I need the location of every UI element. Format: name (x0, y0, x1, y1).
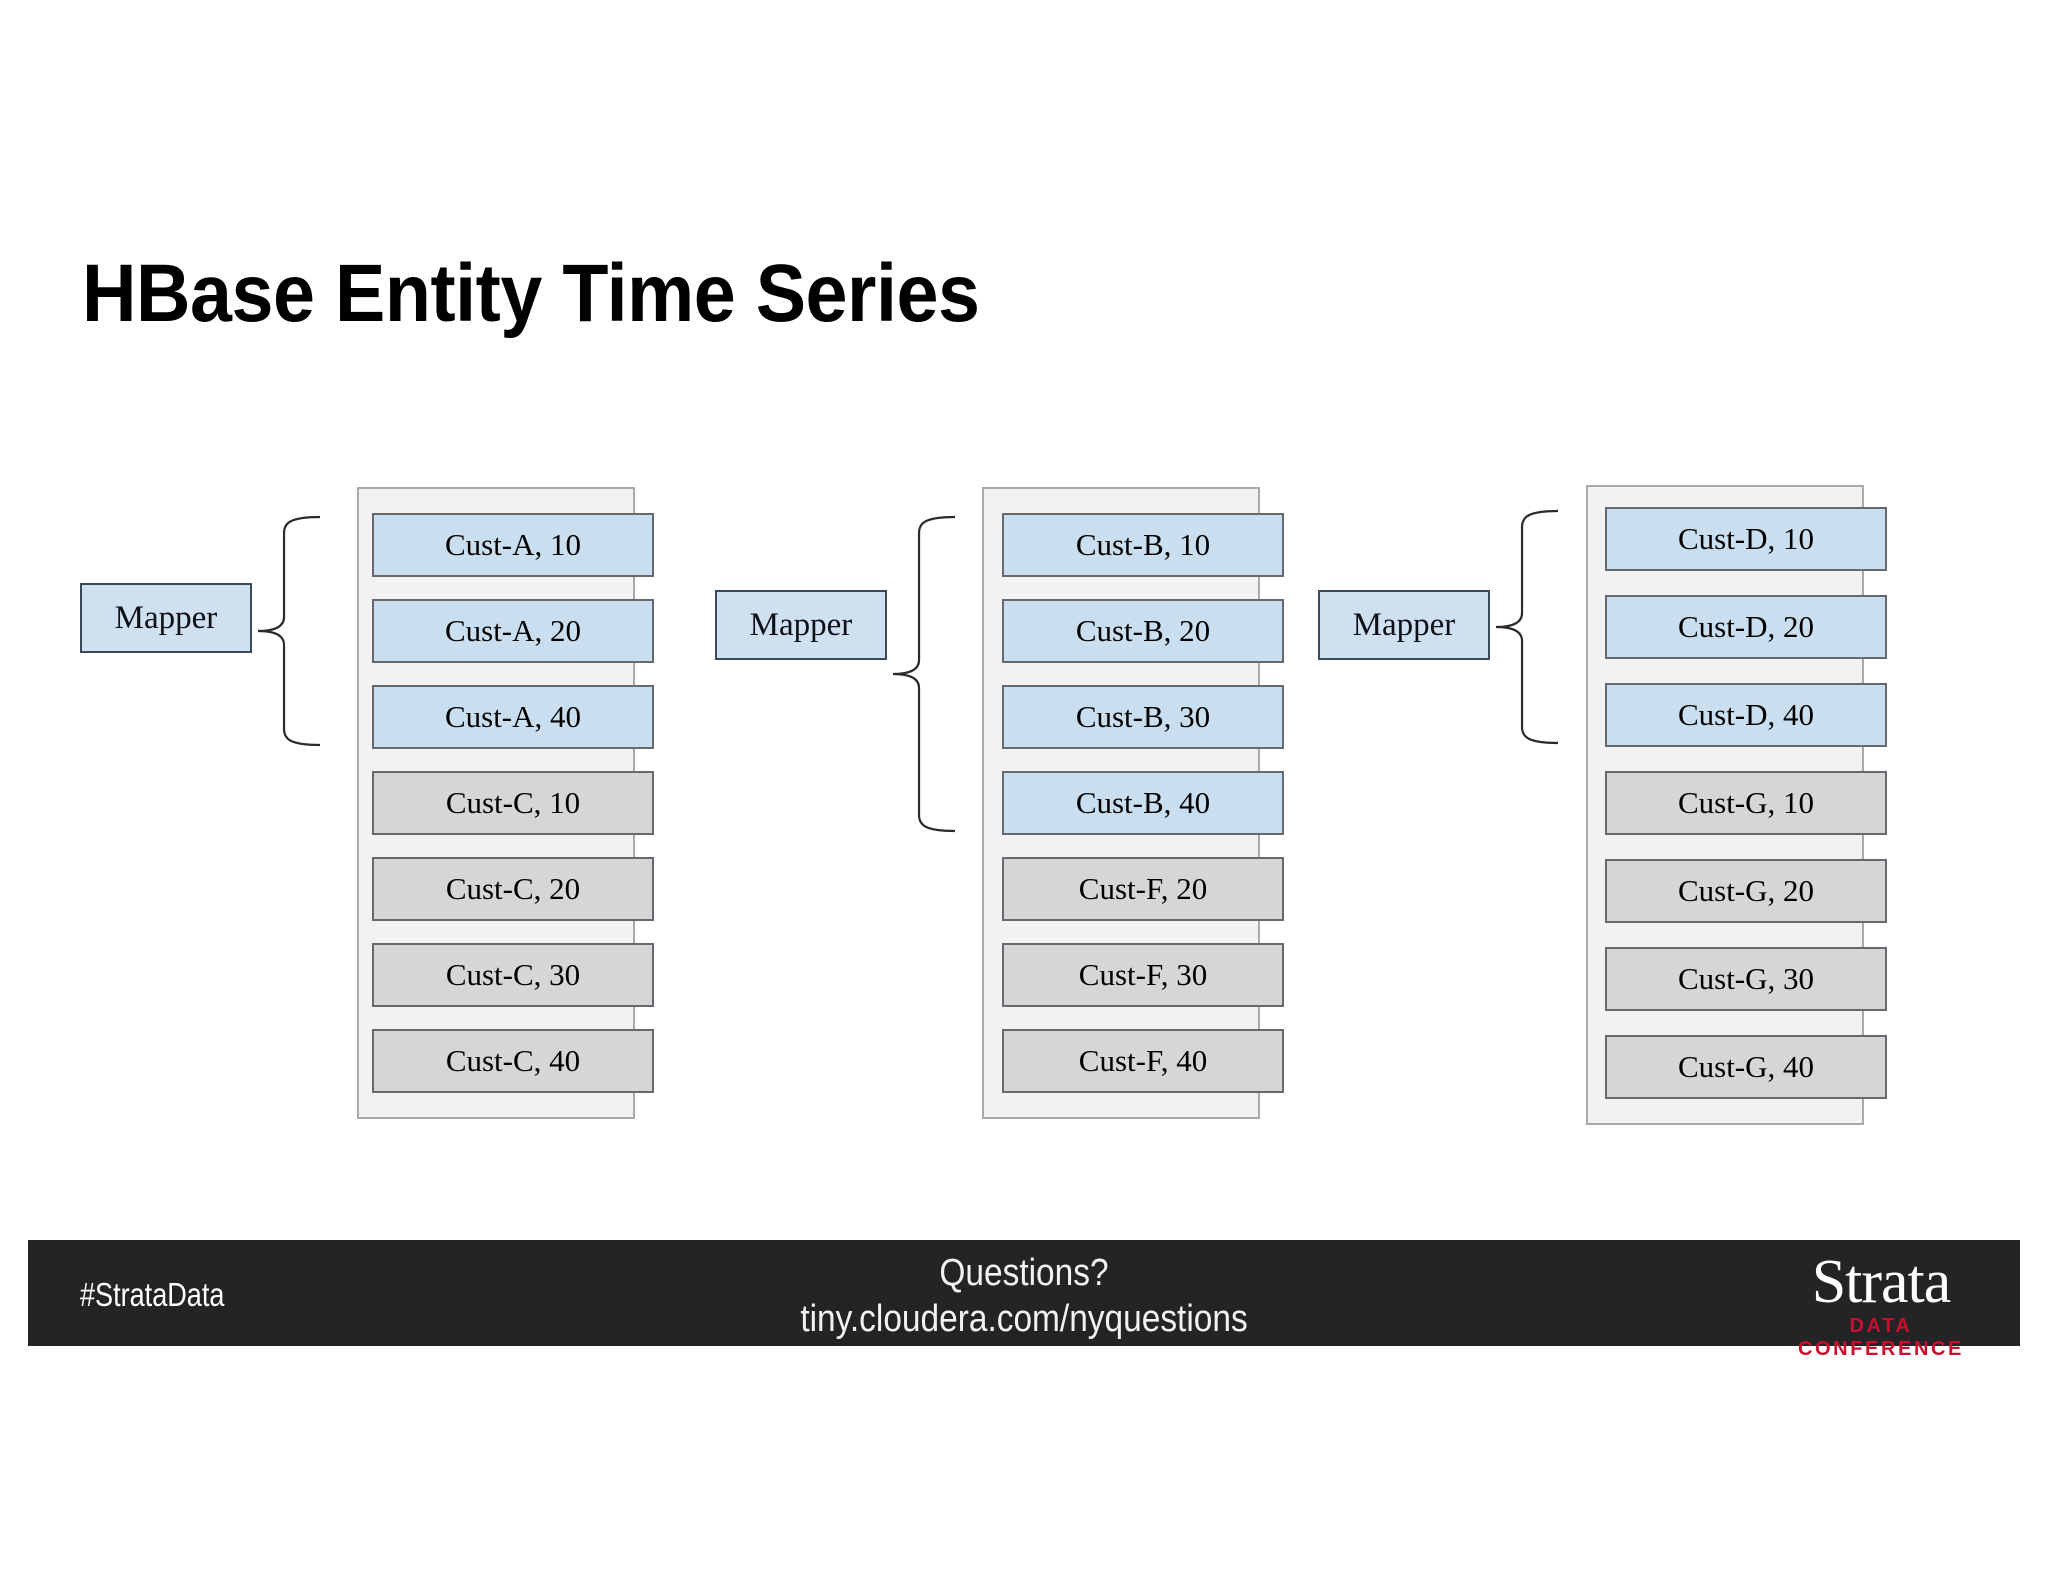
footer-center-text: Questions? tiny.cloudera.com/nyquestions (28, 1250, 2020, 1343)
mapper-box: Mapper (1318, 590, 1490, 660)
mapper-box: Mapper (715, 590, 887, 660)
region-cell: Cust-C, 40 (372, 1029, 654, 1093)
page-title: HBase Entity Time Series (82, 248, 980, 339)
region-cell: Cust-F, 40 (1002, 1029, 1284, 1093)
region-cell: Cust-B, 40 (1002, 771, 1284, 835)
footer-hashtag: #StrataData (80, 1276, 225, 1313)
region-cell: Cust-A, 10 (372, 513, 654, 577)
brace-connector (257, 515, 321, 747)
region-cell: Cust-G, 40 (1605, 1035, 1887, 1099)
region-cell: Cust-A, 20 (372, 599, 654, 663)
brace-connector (892, 515, 956, 833)
region-cell: Cust-G, 10 (1605, 771, 1887, 835)
mapper-box: Mapper (80, 583, 252, 653)
region-cell: Cust-C, 20 (372, 857, 654, 921)
region-cell: Cust-C, 10 (372, 771, 654, 835)
brace-connector (1495, 509, 1559, 745)
region-cell: Cust-G, 20 (1605, 859, 1887, 923)
footer-questions-label: Questions? (939, 1252, 1109, 1294)
region-cell: Cust-B, 30 (1002, 685, 1284, 749)
region-cell: Cust-F, 30 (1002, 943, 1284, 1007)
region-cell: Cust-B, 10 (1002, 513, 1284, 577)
region-cell: Cust-D, 40 (1605, 683, 1887, 747)
footer-bar: #StrataData Questions? tiny.cloudera.com… (28, 1240, 2020, 1360)
diagram-canvas: Cust-A, 10 Cust-A, 20 Cust-A, 40 Cust-C, 10… (80, 485, 1887, 1125)
footer-questions-url[interactable]: tiny.cloudera.com/nyquestions (800, 1298, 1248, 1341)
region-cell: Cust-A, 40 (372, 685, 654, 749)
region-cell: Cust-B, 20 (1002, 599, 1284, 663)
region-cell: Cust-D, 10 (1605, 507, 1887, 571)
region-cell: Cust-F, 20 (1002, 857, 1284, 921)
region-cell: Cust-D, 20 (1605, 595, 1887, 659)
strata-logo-subtitle: DATA CONFERENCE (1797, 1314, 1964, 1360)
region-cell: Cust-G, 30 (1605, 947, 1887, 1011)
strata-logo: Strata DATA CONFERENCE (1766, 1248, 1996, 1361)
strata-wordmark: Strata (1811, 1248, 1952, 1316)
region-cell: Cust-C, 30 (372, 943, 654, 1007)
